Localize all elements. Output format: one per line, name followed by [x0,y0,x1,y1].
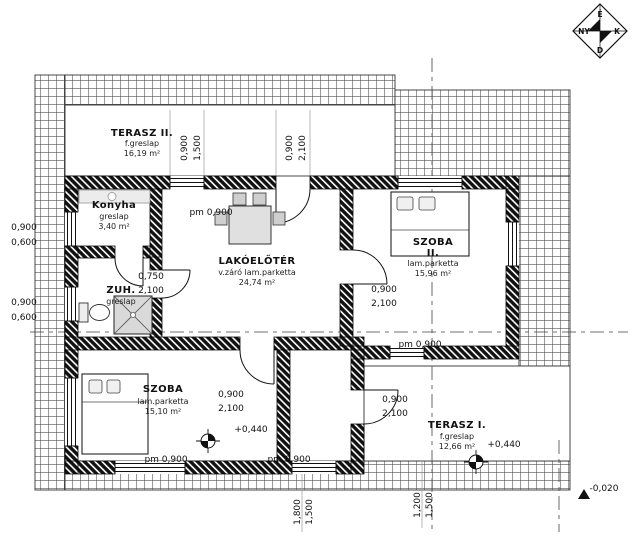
dim-label: 0,900 [180,135,190,161]
benchmark-wedge [208,434,215,441]
window-lines [65,176,519,474]
dim-label: 0,900 [371,285,397,295]
benchmark-wedge [476,455,483,462]
dim-label: 1,800 [293,499,303,525]
toilet-icon [89,304,110,321]
room-labels: TERASZ II. f.greslap 16,19 m² Konyha gre… [92,128,486,451]
terraces [64,104,571,462]
dim-label: 0,900 [11,223,37,233]
dim-label: +0,440 [487,440,521,450]
benchmark-wedge [201,441,208,448]
pillow-icon [88,379,103,394]
terasz2-floor [64,104,396,177]
room-label-zuh: ZUH. [106,285,135,296]
dining-table-icon [228,205,272,245]
toilet-tank-icon [78,302,89,323]
chair-icon [252,192,267,206]
room-label-konyha: Konyha [92,200,136,211]
room-floor-szoba: lam.parketta [137,397,188,406]
dim-label: 1,500 [425,492,435,518]
dim-label: 2,100 [218,404,244,414]
paving-region [394,89,571,177]
chair-icon [232,192,247,206]
dim-label: -0,020 [589,484,618,494]
dim-label: 0,600 [11,238,37,248]
dim-label: 0,900 [382,395,408,405]
room-label-szoba2: SZOBA [413,237,453,248]
room-area-terasz1: 12,66 m² [439,442,475,451]
room-floor-lakoeloter: v.záró lam.parketta [218,267,296,277]
dim-label: pm 0,900 [398,340,441,350]
room-floor-konyha: greslap [99,212,128,221]
compass-needle [600,31,612,43]
room-floor-szoba2: lam.parketta [407,259,458,268]
dim-label: 0,600 [11,313,37,323]
compass-west-label: NY [578,27,590,36]
room-label-terasz1: TERASZ I. [428,420,486,431]
dim-label: 2,100 [298,135,308,161]
room-label-szoba2-line2: II. [427,248,439,259]
dim-label: 1,500 [193,135,203,161]
dim-label: pm 0,900 [189,208,232,218]
dimension-labels: 0,900 1,500 0,900 2,100 0,900 0,600 0,90… [11,135,619,525]
chair-icon [214,211,228,226]
terasz1-floor [363,365,571,462]
pillow-icon [396,196,414,211]
room-floor-terasz2: f.greslap [125,139,159,148]
benchmark-icon [196,429,220,453]
room-label-terasz2: TERASZ II. [111,128,173,139]
room-floor-terasz1: f.greslap [440,432,474,441]
dim-label: 0,750 [138,272,164,282]
dim-label: 1,500 [305,499,315,525]
dim-label: pm 0,900 [144,455,187,465]
dim-label: pm 0,900 [267,455,310,465]
room-floor-zuh: greslap [106,297,135,306]
dim-label: 2,100 [382,409,408,419]
compass-needle [588,19,600,31]
dimension-extension-lines [169,110,423,532]
dim-label: 1,200 [413,492,423,518]
paving-region [518,175,571,367]
paving-region [34,74,66,491]
door-swings [114,188,399,425]
axis-lines [30,58,628,532]
compass-north-label: É [597,10,602,19]
room-area-konyha: 3,40 m² [98,222,129,231]
room-area-szoba: 15,10 m² [145,407,181,416]
room-area-lakoeloter: 24,74 m² [239,278,275,287]
dim-label: 0,900 [218,390,244,400]
room-label-lakoeloter: LAKÓELŐTÉR [219,253,296,267]
room-label-szoba: SZOBA [143,384,183,395]
pillow-icon [106,379,121,394]
benchmark-icon [464,450,488,474]
room-area-terasz2: 16,19 m² [124,149,160,158]
compass-rose: É K D NY [572,3,628,59]
dim-label: 0,900 [11,298,37,308]
compass-east-label: K [614,27,621,36]
dim-label: 2,100 [138,286,164,296]
shower-drain-icon [130,312,136,318]
benchmark-wedge [469,462,476,469]
dim-label: 2,100 [371,299,397,309]
furniture [78,189,470,455]
kitchen-sink-icon [107,192,117,201]
chair-icon [272,211,286,226]
compass-south-label: D [597,46,603,55]
dim-label: +0,440 [234,425,268,435]
dim-label: 0,900 [285,135,295,161]
room-area-szoba2: 15,96 m² [415,269,451,278]
paving-region [64,74,396,106]
pillow-icon [418,196,436,211]
level-marker-icon [578,489,590,499]
